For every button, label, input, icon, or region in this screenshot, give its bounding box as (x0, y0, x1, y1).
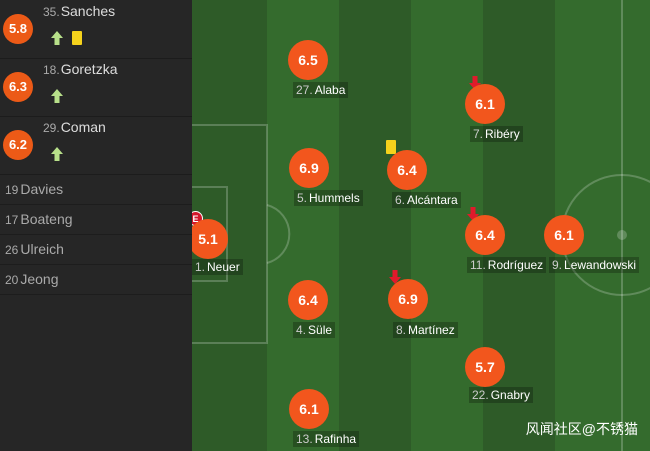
player-label: 8.Martínez (393, 322, 458, 338)
rating-badge: 6.5 (288, 40, 328, 80)
player-label: 27.Alaba (293, 82, 349, 98)
sub-in-arrow-icon (51, 89, 63, 103)
shirt-number: 35. (43, 5, 60, 19)
rating-badge: 6.3 (3, 72, 33, 102)
rating-badge: 5.1 (192, 219, 228, 259)
player-name: Rafinha (314, 432, 357, 446)
shirt-number: 22. (472, 388, 489, 402)
player-name: Hummels (309, 191, 360, 205)
shirt-number: 27. (296, 83, 313, 97)
player-name: Rodríguez (487, 258, 544, 272)
player-label: 5.Hummels (294, 190, 363, 206)
yellow-card-icon (386, 140, 396, 154)
rating-badge: 6.9 (388, 279, 428, 319)
rating-badge: 6.1 (544, 215, 584, 255)
player-name: Boateng (20, 211, 73, 227)
substitute-name: 18.Goretzka (43, 61, 118, 77)
shirt-number: 13. (296, 432, 313, 446)
shirt-number: 18. (43, 63, 60, 77)
shirt-number: 4. (296, 323, 307, 337)
shirt-number: 26 (5, 243, 19, 257)
shirt-number: 11. (470, 258, 486, 272)
player-name: Sanches (60, 3, 116, 19)
substitute-row[interactable]: 6.2 29.Coman (0, 116, 192, 175)
player-label: 13.Rafinha (293, 431, 360, 447)
player-name: Süle (308, 323, 333, 337)
rating-badge: 6.4 (387, 150, 427, 190)
sub-in-arrow-icon (51, 31, 63, 45)
player-label: 22.Gnabry (469, 387, 534, 403)
shirt-number: 19 (5, 183, 19, 197)
rating-badge: 6.4 (288, 280, 328, 320)
shirt-number: 9. (552, 258, 563, 272)
shirt-number: 6. (395, 193, 406, 207)
player-name: Alcántara (407, 193, 458, 207)
yellow-card-icon (72, 31, 82, 45)
svg-text:E: E (192, 214, 198, 224)
watermark: 风闻社区@不锈猫 (525, 421, 638, 437)
sub-in-arrow-icon (51, 147, 63, 161)
shirt-number: 29. (43, 121, 60, 135)
shirt-number: 8. (396, 323, 407, 337)
rating-badge: 6.1 (465, 84, 505, 124)
rating-badge: 6.1 (289, 389, 329, 429)
player-label: 11.Rodríguez (467, 257, 547, 273)
shirt-number: 1. (195, 260, 206, 274)
substitutes-panel: 5.8 35.Sanches 6.3 18.Goretzka 6.2 29.Co… (0, 0, 193, 451)
substitute-row[interactable]: 6.3 18.Goretzka (0, 58, 192, 117)
shirt-number: 7. (473, 127, 484, 141)
rating-badge: 6.9 (289, 148, 329, 188)
shirt-number: 20 (5, 273, 19, 287)
player-name: Davies (20, 181, 64, 197)
pitch-stripe (339, 0, 411, 451)
player-name: Coman (60, 119, 106, 135)
substitute-row[interactable]: 5.8 35.Sanches (0, 0, 192, 59)
player-name: Goretzka (60, 61, 118, 77)
shirt-number: 17 (5, 213, 19, 227)
rating-badge: 5.7 (465, 347, 505, 387)
player-name: Martínez (408, 323, 455, 337)
substitute-name: 29.Coman (43, 119, 106, 135)
player-name: Gnabry (490, 388, 531, 402)
pitch: 6.5 27.Alaba 6.1 7.Ribéry 6.9 5.Hummels … (192, 0, 650, 451)
player-name: Ulreich (20, 241, 64, 257)
rating-badge: 6.2 (3, 130, 33, 160)
player-name: Lewandowski (564, 258, 637, 272)
rating-badge: 5.8 (3, 14, 33, 44)
player-name: Neuer (207, 260, 240, 274)
player-label: 9.Lewandowski (549, 257, 640, 273)
player-name: Alaba (314, 83, 346, 97)
player-label: 6.Alcántara (392, 192, 461, 208)
player-name: Jeong (20, 271, 59, 287)
substitute-name: 35.Sanches (43, 3, 115, 19)
player-name: Ribéry (485, 127, 520, 141)
player-label: 4.Süle (293, 322, 336, 338)
rating-badge: 6.4 (465, 215, 505, 255)
shirt-number: 5. (297, 191, 308, 205)
player-label: 1.Neuer (192, 259, 243, 275)
player-label: 7.Ribéry (470, 126, 523, 142)
